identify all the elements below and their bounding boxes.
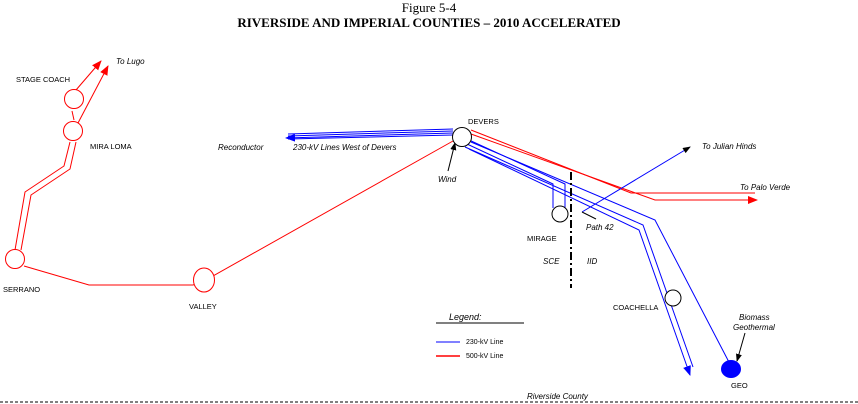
label-coachella: COACHELLA [613, 303, 658, 312]
figure-title: RIVERSIDE AND IMPERIAL COUNTIES – 2010 A… [237, 15, 620, 30]
line-devers-paloverde-a [470, 129, 755, 194]
label-path-42: Path 42 [586, 223, 614, 232]
label-valley: VALLEY [189, 302, 217, 311]
path42-arrow [581, 211, 597, 220]
label-biomass: Biomass [739, 313, 770, 322]
label-stage-coach: STAGE COACH [16, 75, 70, 84]
label-reconductor: Reconductor [218, 143, 264, 152]
label-devers: DEVERS [468, 117, 499, 126]
label-sce: SCE [543, 257, 560, 266]
coachella-node [664, 289, 682, 307]
geo-node [721, 360, 741, 378]
mirage-node [551, 205, 569, 223]
line-stagecoach-miraloma [71, 110, 75, 121]
label-to-palo-verde: To Palo Verde [740, 183, 791, 192]
label-to-lugo: To Lugo [116, 57, 145, 66]
figure-number: Figure 5-4 [402, 0, 457, 15]
line-devers-paloverde-b [470, 133, 758, 204]
line-miraloma-serrano-b [20, 141, 77, 251]
label-mirage: MIRAGE [527, 234, 557, 243]
label-geo: GEO [731, 381, 748, 390]
label-wind: Wind [438, 175, 457, 184]
line-devers-west-4 [287, 134, 454, 140]
line-devers-coachella-b [468, 148, 691, 376]
line-devers-west-1 [287, 128, 454, 135]
line-serrano-valley-devers [23, 140, 454, 286]
label-iid: IID [587, 257, 597, 266]
label-lines-west: 230-kV Lines West of Devers [292, 143, 396, 152]
legend-label-500kv: 500-kV Line [466, 353, 503, 360]
line-path42-julianhinds [581, 146, 691, 213]
line-miraloma-serrano-a [14, 141, 71, 251]
biomass-arrow [736, 332, 746, 362]
substations [5, 89, 741, 378]
line-miraloma-lugo [77, 65, 109, 124]
label-mira-loma: MIRA LOMA [90, 142, 132, 151]
label-to-julian-hinds: To Julian Hinds [702, 142, 756, 151]
label-geothermal: Geothermal [733, 323, 775, 332]
line-devers-coachella-a [464, 146, 694, 368]
blue-lines [285, 128, 732, 376]
label-serrano: SERRANO [3, 285, 40, 294]
label-riverside-county: Riverside County [527, 392, 589, 401]
line-stagecoach-lugo [75, 60, 102, 91]
line-devers-geo [470, 141, 732, 367]
line-devers-west-2 [287, 130, 454, 137]
wind-arrow [447, 142, 457, 172]
red-lines [14, 60, 758, 286]
line-devers-mirage-a [466, 143, 554, 208]
line-devers-west-3 [285, 132, 454, 142]
mira-loma-node [63, 121, 83, 141]
valley-node [193, 267, 215, 293]
devers-node [452, 127, 472, 147]
stage-coach-node [64, 89, 84, 109]
legend-label-230kv: 230-kV Line [466, 339, 503, 346]
serrano-node [5, 249, 25, 269]
legend: Legend: 230-kV Line 500-kV Line [436, 312, 524, 360]
legend-title: Legend: [449, 312, 482, 322]
